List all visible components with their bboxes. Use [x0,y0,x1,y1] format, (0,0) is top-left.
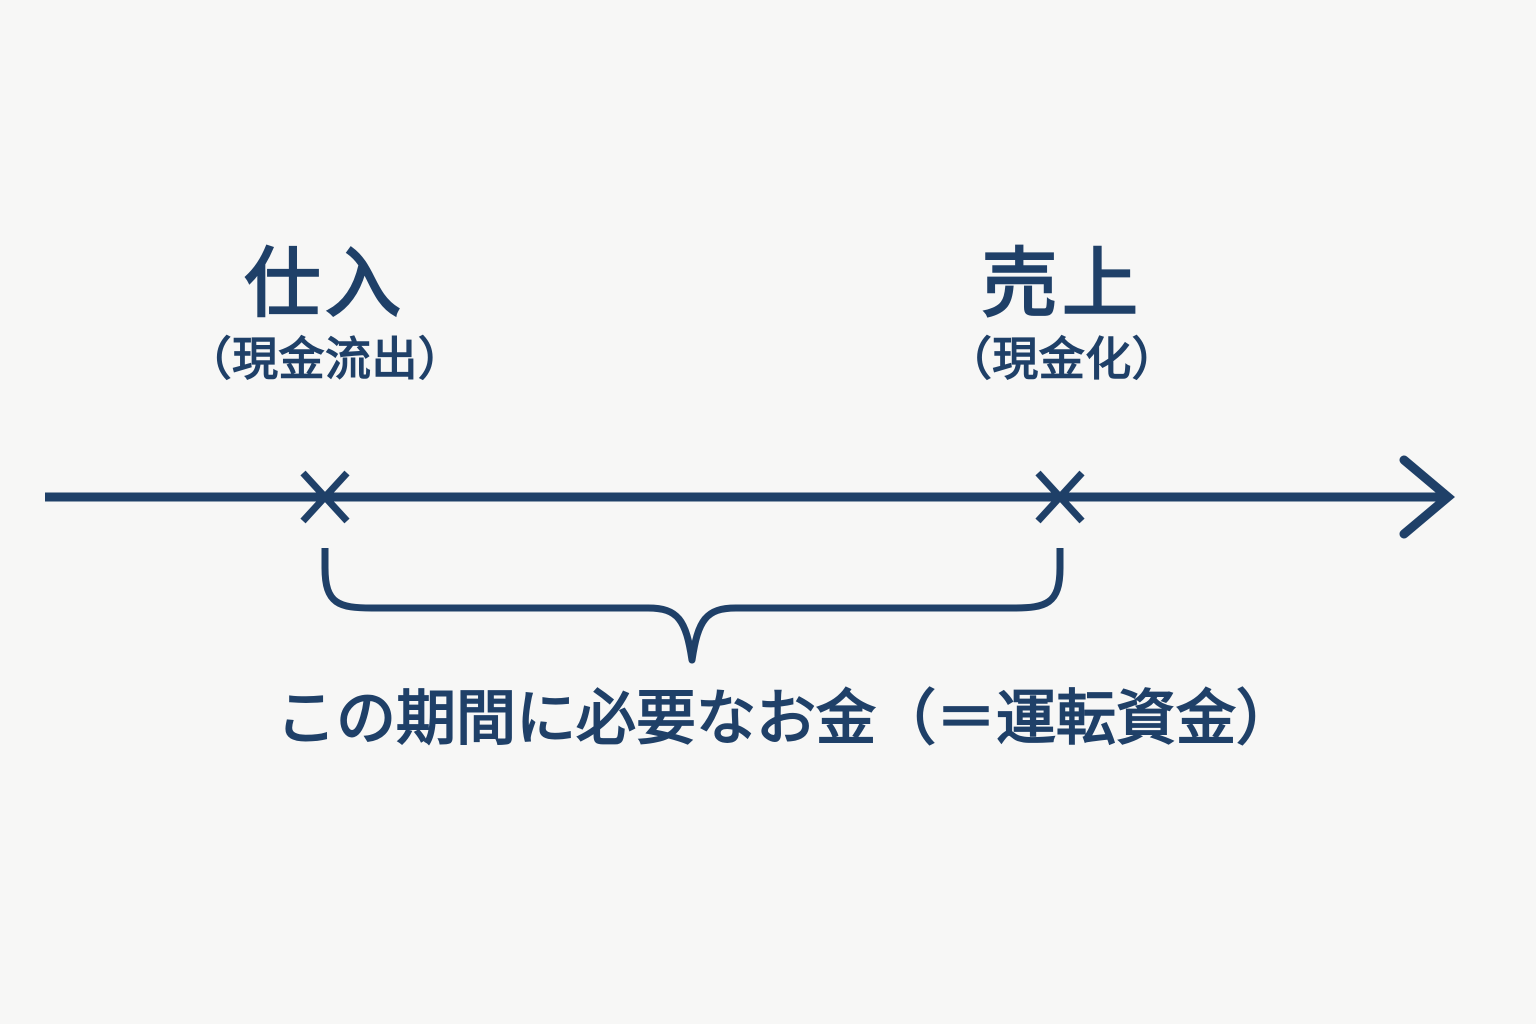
event-label-purchase-main: 仕入 [244,239,406,328]
arrowhead-icon [1399,455,1455,539]
event-label-purchase: 仕入 （現金流出） [185,239,465,386]
cross-marker-sales [1035,470,1085,524]
event-label-sales-main: 売上 [981,239,1143,328]
event-label-purchase-sub: （現金流出） [185,332,465,386]
cross-marker-purchase [300,470,350,524]
period-brace-icon [321,548,1064,664]
event-label-sales: 売上 （現金化） [945,239,1179,386]
period-brace-caption: この期間に必要なお金（＝運転資金） [276,684,1296,754]
event-label-sales-sub: （現金化） [945,332,1179,386]
